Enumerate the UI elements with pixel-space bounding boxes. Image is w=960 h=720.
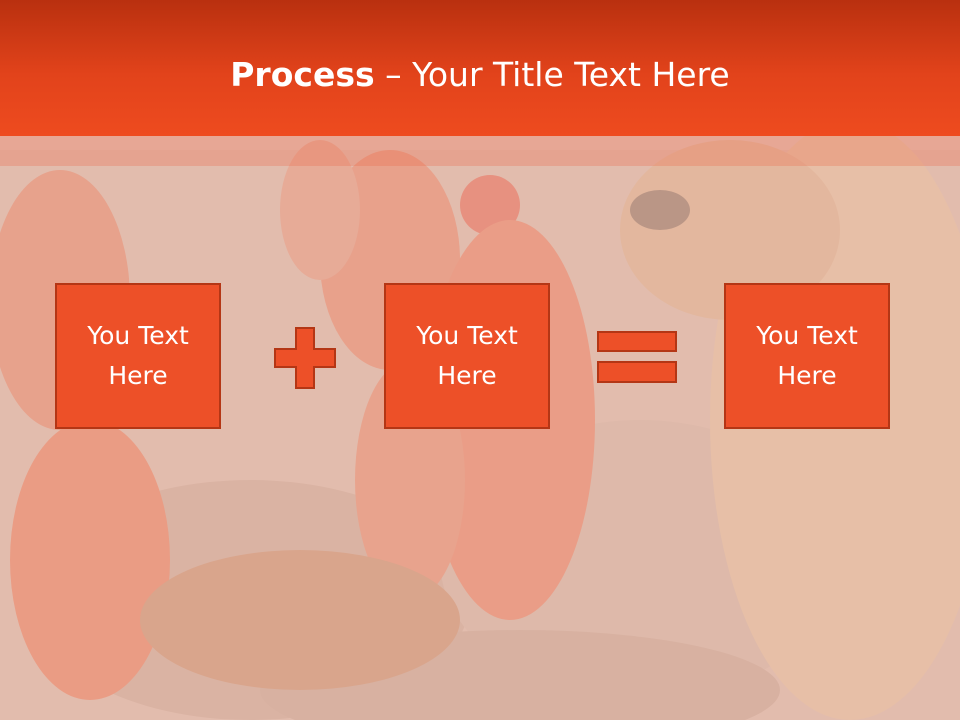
process-box-2-label: You Text Here [416,321,518,390]
title-bold-part: Process [230,55,375,94]
process-box-1-label: You Text Here [87,321,189,390]
title-rest-part: – Your Title Text Here [374,55,730,94]
plus-icon [274,327,336,389]
process-box-3-label: You Text Here [756,321,858,390]
title-bar [0,0,960,136]
title-underband [0,136,960,166]
equals-icon [597,331,677,383]
process-box-3[interactable]: You Text Here [724,283,890,429]
process-box-2[interactable]: You Text Here [384,283,550,429]
slide-title[interactable]: Process – Your Title Text Here [0,54,960,96]
process-box-1[interactable]: You Text Here [55,283,221,429]
